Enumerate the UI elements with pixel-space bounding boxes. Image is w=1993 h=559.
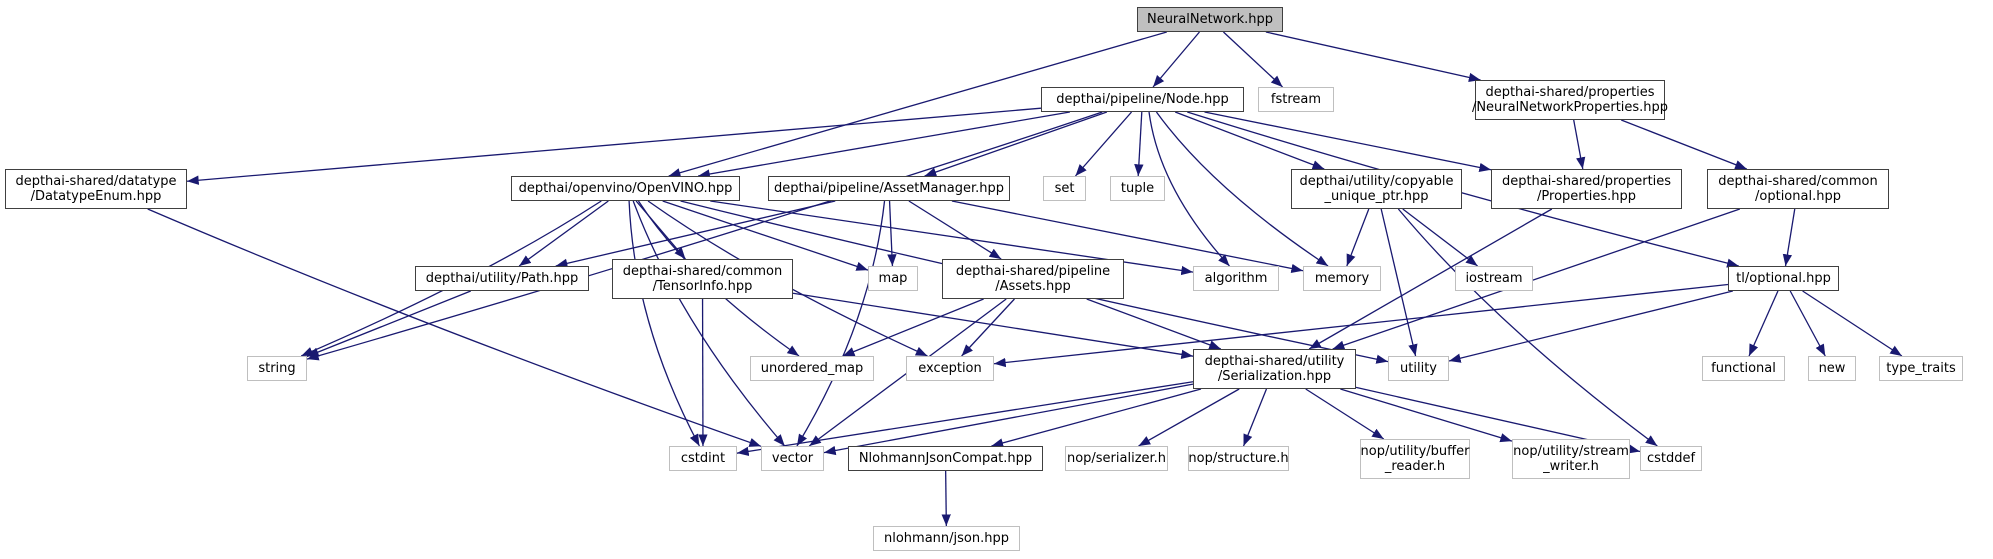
edge-node-hpp-to-copyable bbox=[1174, 111, 1325, 170]
edge-node-hpp-to-memory bbox=[1155, 111, 1329, 267]
node-optional-common[interactable]: depthai-shared/common /optional.hpp bbox=[1707, 169, 1889, 209]
edge-serialization-to-nop-buffer-reader bbox=[1305, 388, 1385, 440]
node-functional: functional bbox=[1702, 356, 1785, 381]
node-unordered-map: unordered_map bbox=[750, 356, 874, 381]
edge-serialization-to-vector bbox=[823, 383, 1194, 456]
edge-tl-optional-to-functional bbox=[1748, 290, 1779, 357]
edge-tensorinfo-to-serialization bbox=[792, 292, 1194, 359]
edge-copyable-to-utility bbox=[1380, 208, 1418, 357]
edge-assetmgr-to-vector bbox=[796, 200, 886, 447]
edge-root-to-node-hpp bbox=[1152, 31, 1200, 88]
node-string: string bbox=[247, 356, 307, 381]
node-nop-stream-writer: nop/utility/stream _writer.h bbox=[1512, 439, 1630, 479]
edge-nnprops-to-optional-common bbox=[1621, 119, 1747, 170]
edge-serialization-to-nop-serializer bbox=[1138, 388, 1240, 447]
edge-node-hpp-to-dtenum bbox=[186, 107, 1042, 185]
edge-optional-common-to-serialization bbox=[1332, 208, 1741, 350]
edge-assetmgr-to-assets bbox=[908, 200, 1002, 260]
edge-tl-optional-to-exception bbox=[993, 283, 1729, 368]
node-tl-optional[interactable]: tl/optional.hpp bbox=[1728, 266, 1839, 291]
edge-assetmgr-to-map bbox=[887, 200, 897, 267]
edge-copyable-to-iostream bbox=[1402, 208, 1478, 267]
edge-tl-optional-to-utility bbox=[1448, 290, 1733, 363]
node-nop-structure: nop/structure.h bbox=[1188, 446, 1289, 471]
edge-copyable-to-cstddef bbox=[1397, 208, 1658, 447]
edge-node-hpp-to-algorithm bbox=[1148, 111, 1230, 267]
edge-serialization-to-cstdint bbox=[736, 381, 1194, 456]
edge-nlohmann-compat-to-nlohmann-json bbox=[941, 470, 951, 527]
edge-root-to-openvino bbox=[668, 31, 1167, 178]
edge-openvino-to-map bbox=[662, 200, 869, 271]
node-tuple: tuple bbox=[1110, 176, 1165, 201]
node-exception: exception bbox=[906, 356, 994, 381]
node-set: set bbox=[1043, 176, 1086, 201]
edge-node-hpp-to-set bbox=[1074, 111, 1133, 177]
node-cstdint: cstdint bbox=[669, 446, 737, 471]
edge-nnprops-to-properties bbox=[1573, 119, 1586, 170]
node-copyable[interactable]: depthai/utility/copyable _unique_ptr.hpp bbox=[1291, 169, 1462, 209]
edge-openvino-to-vector bbox=[632, 200, 786, 447]
node-type-traits: type_traits bbox=[1879, 356, 1963, 381]
node-vector: vector bbox=[761, 446, 824, 471]
edge-serialization-to-nop-structure bbox=[1242, 388, 1268, 447]
node-nop-serializer: nop/serializer.h bbox=[1065, 446, 1168, 471]
edge-openvino-to-path bbox=[518, 200, 609, 267]
node-iostream: iostream bbox=[1455, 266, 1533, 291]
node-assetmgr[interactable]: depthai/pipeline/AssetManager.hpp bbox=[768, 176, 1010, 201]
node-nlohmann-json: nlohmann/json.hpp bbox=[873, 526, 1020, 551]
node-algorithm: algorithm bbox=[1193, 266, 1279, 291]
edge-assets-to-exception bbox=[961, 298, 1015, 357]
node-openvino[interactable]: depthai/openvino/OpenVINO.hpp bbox=[511, 176, 740, 201]
edge-tl-optional-to-type-traits bbox=[1802, 290, 1903, 357]
edge-root-to-nnprops bbox=[1265, 31, 1481, 83]
node-serialization[interactable]: depthai-shared/utility /Serialization.hp… bbox=[1193, 349, 1356, 389]
node-tensorinfo[interactable]: depthai-shared/common /TensorInfo.hpp bbox=[612, 259, 793, 299]
node-root[interactable]: NeuralNetwork.hpp bbox=[1137, 7, 1283, 32]
edge-root-to-fstream bbox=[1222, 31, 1284, 88]
node-fstream: fstream bbox=[1258, 87, 1334, 112]
edge-assets-to-serialization bbox=[1086, 298, 1222, 350]
node-cstddef: cstddef bbox=[1640, 446, 1702, 471]
edge-copyable-to-memory bbox=[1346, 208, 1370, 267]
node-path[interactable]: depthai/utility/Path.hpp bbox=[415, 266, 589, 291]
edge-serialization-to-nlohmann-compat bbox=[991, 388, 1202, 448]
node-map: map bbox=[868, 266, 918, 291]
edge-openvino-to-cstdint bbox=[628, 200, 700, 447]
edge-serialization-to-nop-stream-writer bbox=[1340, 388, 1513, 443]
edge-dtenum-to-vector bbox=[147, 208, 762, 447]
node-dtenum[interactable]: depthai-shared/datatype /DatatypeEnum.hp… bbox=[5, 169, 187, 209]
edge-node-hpp-to-openvino bbox=[698, 111, 1071, 179]
edge-assetmgr-to-path bbox=[555, 200, 836, 268]
edge-node-hpp-to-assetmgr bbox=[924, 111, 1108, 177]
node-node-hpp[interactable]: depthai/pipeline/Node.hpp bbox=[1041, 87, 1244, 112]
node-new: new bbox=[1808, 356, 1856, 381]
node-nnprops[interactable]: depthai-shared/properties /NeuralNetwork… bbox=[1472, 80, 1668, 120]
edge-tl-optional-to-new bbox=[1789, 290, 1826, 357]
node-assets[interactable]: depthai-shared/pipeline /Assets.hpp bbox=[942, 259, 1124, 299]
edge-node-hpp-to-properties bbox=[1204, 111, 1492, 173]
node-utility: utility bbox=[1388, 356, 1449, 381]
edge-node-hpp-to-tuple bbox=[1134, 111, 1144, 177]
edge-assetmgr-to-memory bbox=[951, 200, 1304, 274]
node-nlohmann-compat[interactable]: NlohmannJsonCompat.hpp bbox=[848, 446, 1043, 471]
node-properties[interactable]: depthai-shared/properties /Properties.hp… bbox=[1491, 169, 1682, 209]
edge-optional-common-to-tl-optional bbox=[1782, 208, 1796, 267]
node-memory: memory bbox=[1303, 266, 1381, 291]
edge-path-to-string bbox=[306, 290, 471, 358]
edge-assets-to-unordered-map bbox=[842, 298, 984, 357]
node-nop-buffer-reader: nop/utility/buffer _reader.h bbox=[1360, 439, 1470, 479]
